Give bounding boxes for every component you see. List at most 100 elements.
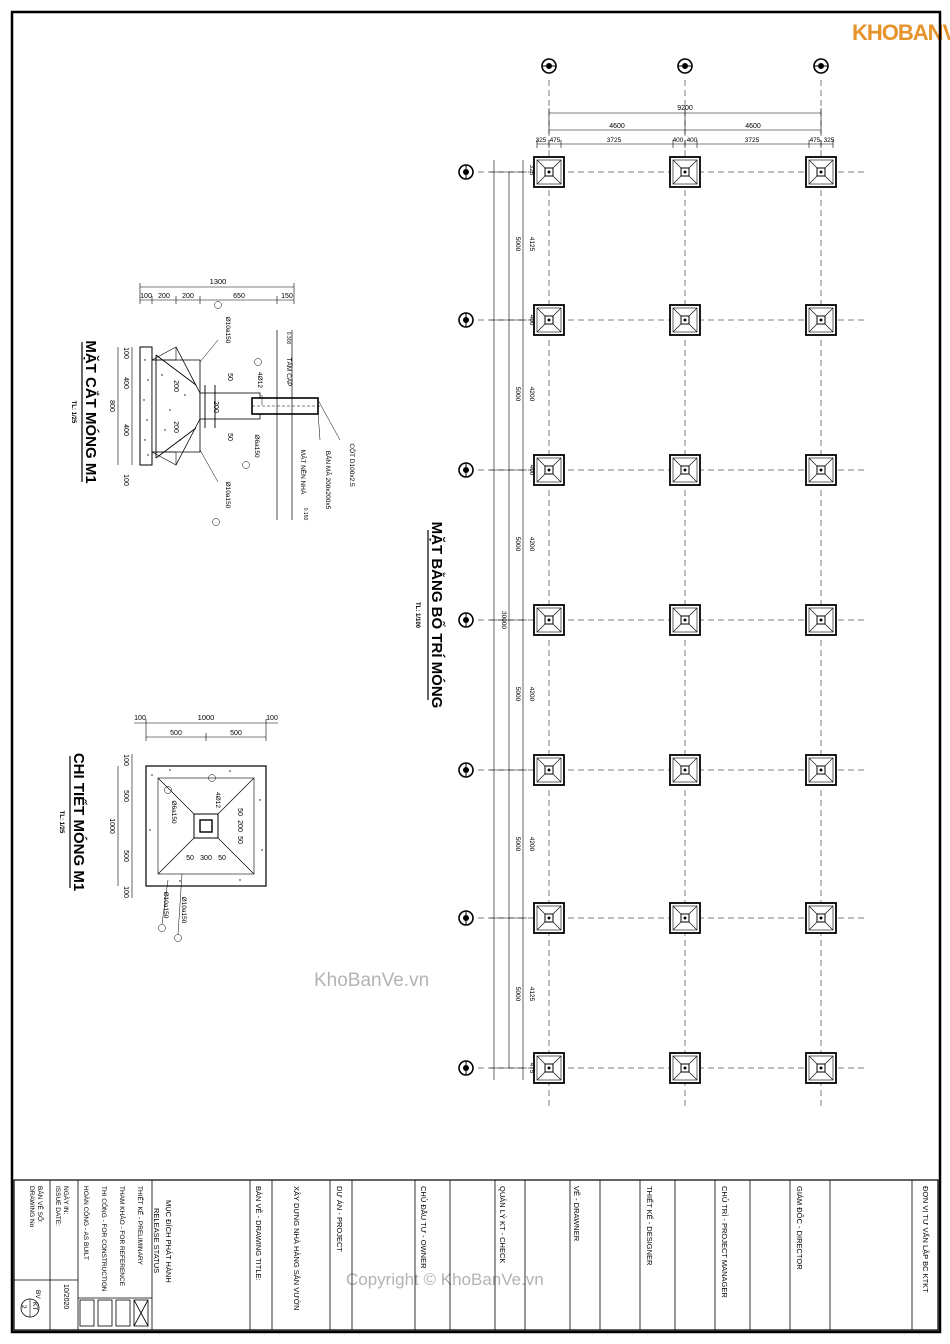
plan-dim-edge-y: 400 — [528, 465, 535, 476]
plan-dim-span-y: 5000 — [514, 537, 521, 552]
section-dim-top: 150 — [281, 293, 293, 300]
footing-inner — [536, 757, 562, 783]
plan-dim-sub-x: 3725 — [745, 137, 760, 144]
footing-inner — [672, 607, 698, 633]
footing-inner — [808, 905, 834, 931]
detail-dim-inner: 50 — [218, 855, 226, 862]
section-dim-top: 200 — [182, 293, 194, 300]
section-dim-side: 800 — [108, 400, 115, 412]
section-scale: TL: 1/25 — [70, 401, 76, 424]
detail-dim-side: 100 — [122, 754, 129, 766]
detail-title: CHI TIẾT MÓNG M1 — [70, 753, 88, 891]
plan-dim-sub-x: 475 — [550, 137, 561, 144]
plan-dim-edge-y: 325 — [528, 165, 535, 176]
footing-inner — [808, 1055, 834, 1081]
tb-release-2: RELEASE STATUS — [152, 1208, 161, 1273]
section-label-plate: BẢN MÃ 200x200x5 — [324, 451, 333, 510]
section-label-tam-cap: TẤM CẤP — [285, 358, 295, 387]
footing-center — [683, 768, 687, 772]
section-level-1: 0.300 — [285, 332, 291, 345]
footing-inner — [808, 757, 834, 783]
footing-center — [819, 1066, 823, 1070]
detail-dim-side: 1000 — [108, 818, 115, 834]
plan-dim-inner-y: 4200 — [528, 837, 535, 852]
detail-dim-inner: 300 — [200, 855, 212, 862]
section-label-column: CỘT D100x2.5 — [348, 443, 357, 487]
footing-inner — [672, 1055, 698, 1081]
footing-center — [547, 768, 551, 772]
footing-inner — [536, 307, 562, 333]
footing-center — [819, 170, 823, 174]
plan-dim-sub-x: 400 — [687, 137, 698, 144]
footing-center — [547, 318, 551, 322]
section-title: MẶT CẮT MÓNG M1 — [82, 340, 100, 483]
footing-inner — [808, 307, 834, 333]
detail-dim-half: 500 — [230, 730, 242, 737]
plan-dim-span-y: 5000 — [514, 687, 521, 702]
section-dim-side: 100 — [122, 347, 129, 359]
plan-dim-inner-y: 4200 — [528, 537, 535, 552]
section-dim-top: 650 — [233, 293, 245, 300]
section-m1: 1300 100 200 200 650 150 — [70, 277, 357, 526]
detail-dim-side: 100 — [122, 886, 129, 898]
footing-inner — [808, 607, 834, 633]
section-label-floor: MẶT NỀN NHÀ — [299, 450, 309, 495]
footing-inner — [808, 457, 834, 483]
tb-company: ĐƠN VỊ TƯ VẤN LẬP BC KTKT — [921, 1186, 931, 1293]
section-dim-top: 100 — [140, 293, 152, 300]
section-dim-inner: 50 — [226, 373, 233, 381]
plan-dim-sub-x: 325 — [824, 137, 835, 144]
copyright: Copyright © KhoBanVe.vn — [346, 1270, 544, 1289]
detail-dim-inner: 200 — [236, 820, 243, 832]
footing-center — [683, 468, 687, 472]
footing-inner — [536, 607, 562, 633]
tb-dwg-code-2: 2 — [20, 1305, 27, 1309]
footing-center — [547, 1066, 551, 1070]
plan-dim-half-x: 4600 — [745, 123, 761, 130]
detail-dim-top: 100 — [134, 715, 146, 722]
section-dim-side: 100 — [122, 474, 129, 486]
detail-dim-top: 1000 — [198, 713, 215, 722]
section-dim-total: 1300 — [210, 277, 227, 286]
footing-center — [819, 618, 823, 622]
tb-status-construction: THI CÔNG - FOR CONSTRUCTION — [100, 1186, 109, 1292]
section-dim-inner: 200 — [212, 401, 219, 413]
footing-center — [819, 768, 823, 772]
plan-dim-inner-y: 4200 — [528, 687, 535, 702]
section-label-rebar4: Ø6a150 — [253, 434, 260, 458]
section-dim-side: 400 — [122, 377, 129, 389]
plan-dim-inner-y: 4125 — [528, 987, 535, 1002]
section-dim-side: 400 — [122, 424, 129, 436]
footing-center — [683, 170, 687, 174]
plan-dim-sub-x: 400 — [673, 137, 684, 144]
section-label-rebar3: 4Ø12 — [256, 372, 263, 388]
plan-dim-inner-y: 4125 — [528, 237, 535, 252]
tb-release-1: MỤC ĐÍCH PHÁT HÀNH — [164, 1200, 173, 1283]
footing-inner — [672, 905, 698, 931]
detail-dim-inner: 50 — [186, 855, 194, 862]
plan-dim-sub-x: 475 — [810, 137, 821, 144]
section-label-rebar1: Ø10a150 — [224, 317, 231, 344]
plan-dim-edge-y: 475 — [528, 1063, 535, 1074]
detail-label-r2: Ø10a150 — [180, 897, 187, 924]
detail-dim-top: 100 — [266, 715, 278, 722]
plan-title: MẶT BẰNG BỐ TRÍ MÓNG — [428, 522, 446, 709]
section-dim-top: 200 — [158, 293, 170, 300]
detail-dim-inner: 50 — [236, 808, 243, 816]
footing-center — [683, 1066, 687, 1070]
detail-dim-side: 500 — [122, 790, 129, 802]
tb-dwg-label-2: DRAWING No — [28, 1186, 35, 1228]
tb-date-label-1: NGÀY IN: — [62, 1186, 71, 1215]
footing-inner — [672, 757, 698, 783]
tb-designer: THIẾT KẾ - DESIGNER — [645, 1186, 655, 1266]
footing-inner — [672, 159, 698, 185]
plan-dim-span-y: 5000 — [514, 837, 521, 852]
tb-project: XÂY DỰNG NHÀ HÀNG SÂN VƯỜN — [292, 1186, 301, 1311]
tb-director: GIÁM ĐỐC - DIRECTOR — [795, 1186, 805, 1270]
plan-scale: TL: 1/100 — [414, 602, 420, 629]
plan-dim-sub-x: 3725 — [607, 137, 622, 144]
detail-label-r1: Ø10a150 — [162, 892, 169, 919]
section-dim-inner: 200 — [172, 421, 179, 433]
foundation-plan — [458, 58, 865, 1110]
